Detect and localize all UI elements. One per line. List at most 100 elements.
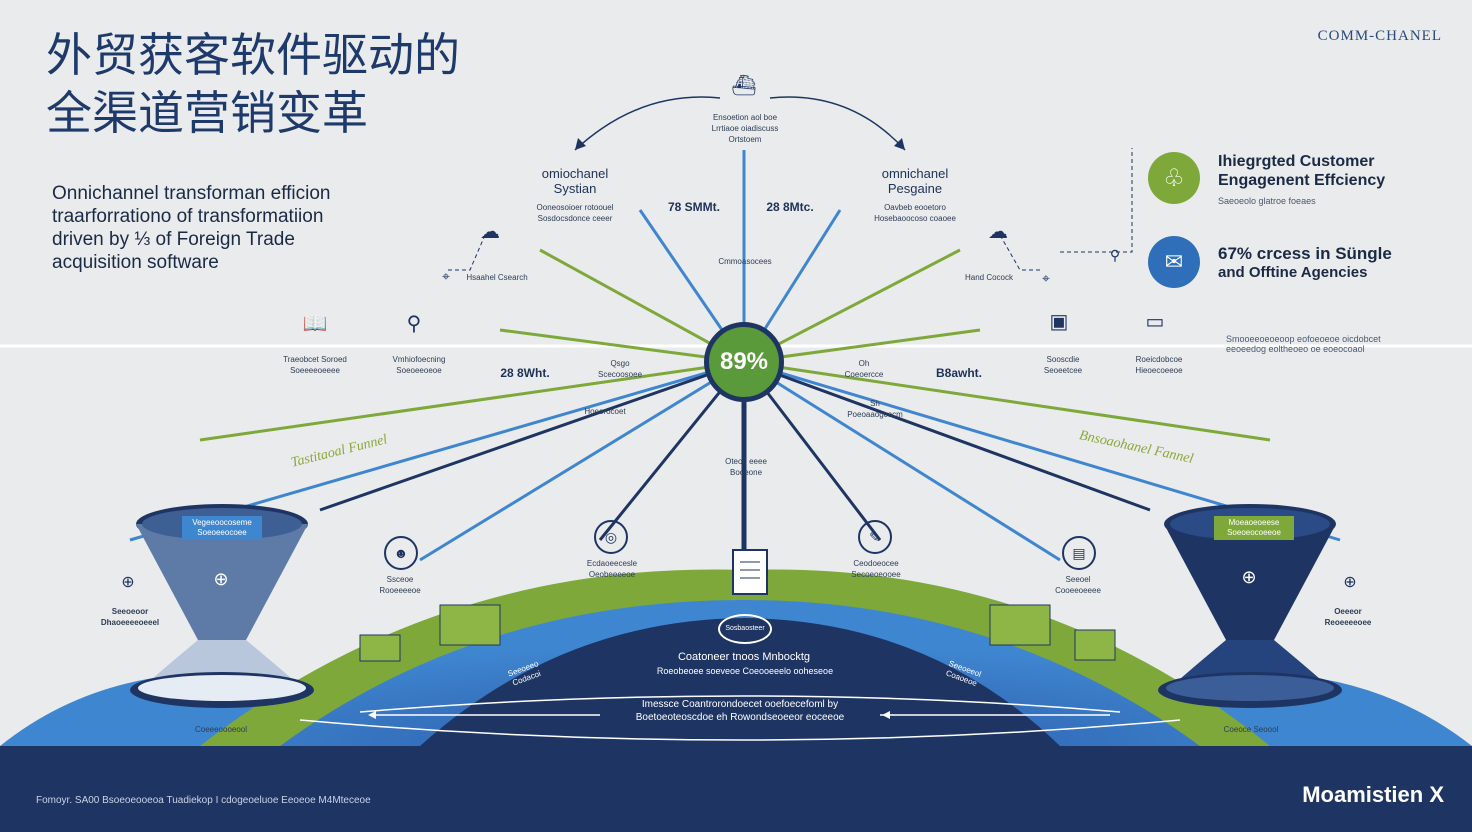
right-desc-1: Oavbeb eooetoro xyxy=(884,203,946,212)
dome-navy xyxy=(420,618,1060,746)
right-node: Hand Cocock xyxy=(964,273,1014,282)
item1-sub: Saeoeolo glatroe foeaes xyxy=(1218,196,1316,206)
left-system-title: omiochanel xyxy=(541,166,609,181)
lower-left-2: Rooeeeeoe xyxy=(379,586,421,595)
stat-right2-sub-2: Coeoercce xyxy=(844,370,884,379)
left-dash xyxy=(448,234,486,271)
dome-bottom-2: Boetoeoteoscdoe eh Rowondseoeeor eoceeoe xyxy=(635,712,845,723)
right-mid-label: Sh Poeoaaogcocm xyxy=(840,398,910,420)
subtitle-line-4: acquisition software xyxy=(52,252,219,273)
monitor-icon: ▭ xyxy=(1145,310,1165,333)
title-line-1: 外贸获客软件驱动的 xyxy=(46,28,460,82)
left-desc-2: Sosdocsdonce ceeer xyxy=(537,214,613,223)
book-icon: 📖 xyxy=(302,312,328,335)
left-icon-label-2: Vmhiofoecning Soeoeeoeoe xyxy=(374,354,464,376)
item2-title: 67% crcess in Süngle xyxy=(1218,244,1392,263)
stat-right-2-sub: Oh Coeoercce xyxy=(824,358,904,380)
stat-right-2: B8awht. xyxy=(935,366,982,380)
mail-icon: ✉ xyxy=(1148,236,1200,288)
lower-right-1: Seeoel xyxy=(1065,575,1091,584)
right-icon2-l1: Roeicdobcoe xyxy=(1135,355,1183,364)
panel-dash xyxy=(1060,148,1133,253)
subtitle-line-3: driven by ⅓ of Foreign Trade xyxy=(52,229,295,250)
rf-side-2: Reoeeeeoee xyxy=(1324,618,1372,627)
left-side-globe-icon: ⊕ xyxy=(121,574,135,591)
dome-bottom-1: Imessce Coantrorondoecet ooefoecefoml by xyxy=(641,699,839,710)
left-funnel-header: Vegeeoocoseme Soeoeeocoee xyxy=(182,516,262,540)
person-search-icon: ⚲ xyxy=(406,312,422,335)
left-icon1-l1: Traeobcet Soroed xyxy=(283,355,347,364)
left-system-sub: Systian xyxy=(553,181,597,196)
right-panel-item-1: Ihiegrgted Customer Engagenent Effciency… xyxy=(1218,152,1385,206)
left-system-desc: Ooneosoioer rotoouel Sosdocsdonce ceeer xyxy=(520,202,630,224)
right-server-icon: ☁ xyxy=(988,220,1008,243)
right-funnel-base: Coeoce Seoool xyxy=(1223,725,1279,734)
subtitle: Onnichannel transforman efficion traarfo… xyxy=(52,182,382,274)
stat-left-2-sub: Qsgo Scecoosoee xyxy=(580,358,660,380)
top-text-1: Ensoetion aol boe xyxy=(712,113,778,122)
top-arc-right xyxy=(769,96,906,151)
lf-side-2: Dhaoeeeeoeeel xyxy=(100,618,160,627)
left-funnel-side: Seeoeoor Dhaoeeeeoeeel xyxy=(90,606,170,628)
mobile-icon: ▣ xyxy=(1049,310,1069,333)
stat-left: 78 SMMt. xyxy=(667,200,720,214)
lf-side-1: Seeoeoor xyxy=(111,607,149,616)
lower-left-icon: ☻ xyxy=(384,536,418,570)
left-icon2-l1: Vmhiofoecning xyxy=(392,355,446,364)
right-icon1-l1: Sooscdie xyxy=(1046,355,1080,364)
left-icon1-l2: Soeeeeoeeee xyxy=(290,366,340,375)
footer-brand: Moamistien X xyxy=(1302,782,1444,807)
ship-icon: ⛴ xyxy=(731,74,757,97)
lock-icon: ⚲ xyxy=(1109,246,1121,263)
left-location-icon: ⌖ xyxy=(442,267,450,284)
top-arc-left xyxy=(574,96,721,151)
dome-badge-text: Sosbaosteer xyxy=(725,625,765,632)
right-icon2-l2: Hieoecoeeoe xyxy=(1135,366,1183,375)
right-icon-label-1: Sooscdie Seoeetcee xyxy=(1018,354,1108,376)
footer-bar xyxy=(0,746,1472,832)
right-desc-2: Hosebaoocoso coaoee xyxy=(874,214,956,223)
right-funnel-globe-icon: ⊕ xyxy=(1241,566,1257,587)
lower-center-right-label: Ceodoeocee Secoeoeooee xyxy=(836,558,916,580)
left-mid-label: Hoeorocoet xyxy=(584,407,626,416)
lower-left-label: Ssceoe Rooeeeeoe xyxy=(360,574,440,596)
mid-label-top: Cmmoasocees xyxy=(718,257,772,266)
right-mid-label-1: Sh xyxy=(870,399,880,408)
lower-center-left-label: Ecdaoeecesle Oeobeeeeoe xyxy=(572,558,652,580)
stat-left2-sub-2: Scecoosoee xyxy=(597,370,643,379)
lower-cr-2: Secoeoeooee xyxy=(851,570,901,579)
stat-right: 28 8Mtc. xyxy=(766,200,814,214)
lower-cr-1: Ceodoeocee xyxy=(853,559,899,568)
stat-left2-sub-1: Qsgo xyxy=(610,359,630,368)
dome-inner-band xyxy=(359,695,1121,713)
top-text-2: Lrrtiaoe oiadiscuss xyxy=(711,124,779,133)
right-panel-note: Smooeeoeoeoop eofoeoeoe oicdobcet eeoeed… xyxy=(1226,334,1381,354)
dome-block-left xyxy=(439,604,501,646)
right-side-globe-icon: ⊕ xyxy=(1343,574,1357,591)
top-icon-text: Ensoetion aol boe Lrrtiaoe oiadiscuss Or… xyxy=(690,112,800,145)
right-funnel-side: Oeeeor Reoeeeeoee xyxy=(1308,606,1388,628)
right-icon-label-2: Roeicdobcoe Hieoecoeeoe xyxy=(1114,354,1204,376)
dome-block-right xyxy=(989,604,1051,646)
footer-text: Fomoyr. SA00 Bsoeoeooeoa Tuadiekop I cdo… xyxy=(36,795,371,806)
left-desc-1: Ooneosoioer rotoouel xyxy=(536,203,614,212)
left-icon2-l2: Soeoeeoeoe xyxy=(396,366,442,375)
right-system: omnichanel Pesgaine xyxy=(860,166,970,196)
right-icon1-l2: Seoeetcee xyxy=(1043,366,1083,375)
lf-header-1: Vegeeoocoseme xyxy=(192,518,252,527)
note-line-2: eeoeedog eoltheoeo oe eoeocoaol xyxy=(1226,344,1365,354)
dome-sub: Roeobeoee soeveoe Coeooeeelo ooheseoe xyxy=(656,666,834,676)
rf-side-1: Oeeeor xyxy=(1334,607,1362,616)
below-hub-label: Oteon eeee Booeone xyxy=(706,456,786,478)
lower-right-label: Seeoel Cooeeoeeee xyxy=(1038,574,1118,596)
left-funnel-base: Coeeeoooeool xyxy=(194,725,248,734)
lower-left-1: Ssceoe xyxy=(386,575,414,584)
lower-center-right-icon: ✎ xyxy=(858,520,892,554)
right-funnel-header: Moeaoeoeese Soeoeocoeeoe xyxy=(1214,516,1294,540)
dome-bottom-arc xyxy=(299,719,1181,741)
lower-cl-2: Oeobeeeeoe xyxy=(588,570,636,579)
dome-badge: Sosbaosteer xyxy=(718,614,772,644)
item1-title2: Engagenent Effciency xyxy=(1218,172,1386,189)
right-system-title: omnichanel xyxy=(881,166,949,181)
